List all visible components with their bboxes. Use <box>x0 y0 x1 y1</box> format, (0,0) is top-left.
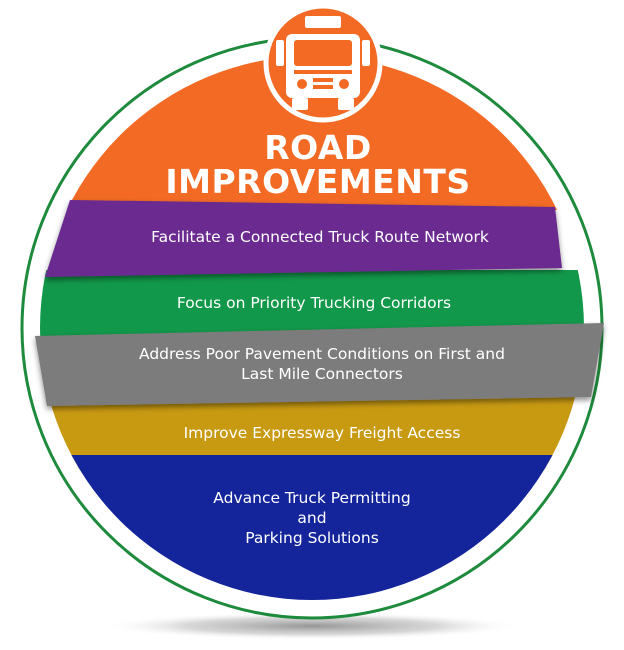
band-label-blue-line-1: Advance Truck Permitting <box>213 489 410 507</box>
band-labels: Facilitate a Connected Truck Route Netwo… <box>139 228 505 547</box>
title-line-2: IMPROVEMENTS <box>165 162 470 201</box>
truck-icon <box>263 3 383 123</box>
band-label-blue-line-2: and <box>297 509 326 527</box>
band-label-blue-line-3: Parking Solutions <box>245 529 379 547</box>
band-label-gray-line-1: Address Poor Pavement Conditions on Firs… <box>139 345 505 363</box>
band-label-gold-line-1: Improve Expressway Freight Access <box>184 424 461 442</box>
title-line-1: ROAD <box>264 128 372 167</box>
floor-shadow <box>102 612 522 640</box>
band-label-green-line-1: Focus on Priority Trucking Corridors <box>177 294 451 312</box>
band-label-gray-line-2: Last Mile Connectors <box>241 365 403 383</box>
band-purple <box>45 200 562 277</box>
band-gray <box>35 323 604 406</box>
band-label-purple-line-1: Facilitate a Connected Truck Route Netwo… <box>151 228 489 246</box>
